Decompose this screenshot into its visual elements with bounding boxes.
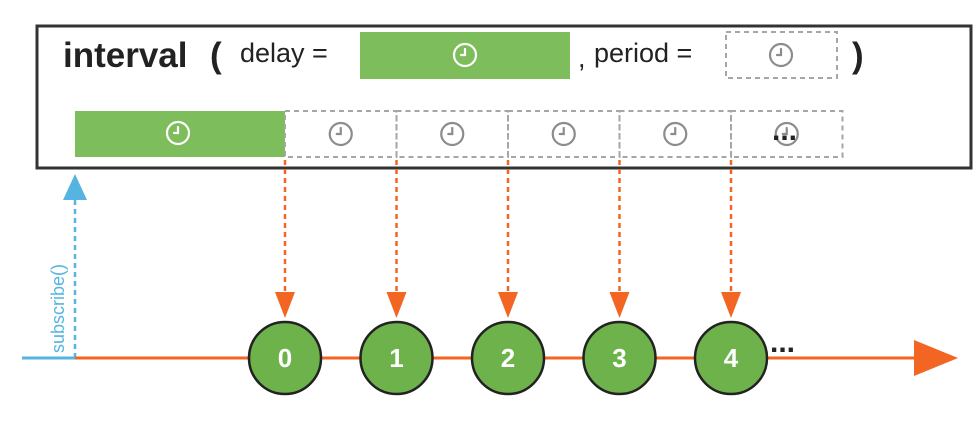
marble-3: 3 (582, 320, 657, 396)
delay-label: delay = (240, 38, 328, 68)
marble-label: 4 (724, 343, 739, 373)
marble-0: 0 (247, 320, 323, 396)
clock-icon (165, 120, 191, 146)
marble-4: 4 (693, 320, 769, 396)
marble-label: 0 (278, 343, 292, 373)
emission-arrows (275, 160, 741, 318)
marble-1: 1 (359, 320, 434, 396)
period-slot (507, 110, 621, 158)
period-slot (730, 110, 844, 158)
marble-2: 2 (470, 320, 546, 396)
marble-circle (693, 320, 769, 396)
clock-icon (440, 121, 465, 147)
clock-icon (551, 121, 576, 147)
close-paren: ) (852, 36, 864, 75)
timeline-ellipsis: ... (772, 114, 797, 147)
period-slots (284, 110, 844, 158)
period-label: period = (594, 38, 692, 68)
marble-circle (470, 320, 546, 396)
marble-circle (359, 320, 434, 396)
emission-arrowhead (721, 292, 741, 318)
marble-label: 1 (389, 343, 403, 373)
period-slot (618, 110, 732, 158)
period-slot (395, 110, 509, 158)
marble-circle (247, 320, 323, 396)
emission-arrowhead (386, 292, 407, 318)
operator-name: interval (63, 36, 188, 75)
marble-ellipsis: ... (770, 326, 795, 359)
clock-icon (663, 121, 688, 147)
emission-arrowhead (609, 292, 630, 318)
period-slot (284, 110, 398, 158)
emission-arrowhead (275, 292, 295, 318)
clock-icon (328, 121, 353, 147)
timeline-delay-block (75, 111, 285, 157)
output-stream-arrowhead (914, 340, 958, 376)
marble-label: 2 (501, 343, 515, 373)
clock-icon (774, 121, 799, 147)
subscribe-label: subscribe() (48, 264, 68, 353)
marble-label: 3 (612, 343, 626, 373)
open-paren: ( (210, 36, 222, 75)
clock-icon (768, 42, 794, 68)
comma: , (578, 43, 586, 73)
emission-arrowhead (498, 292, 518, 318)
subscribe-arrowhead (63, 174, 87, 200)
marble-circle (582, 320, 657, 396)
marbles: 0 1 2 3 4 (247, 320, 769, 396)
clock-icon (452, 42, 478, 68)
